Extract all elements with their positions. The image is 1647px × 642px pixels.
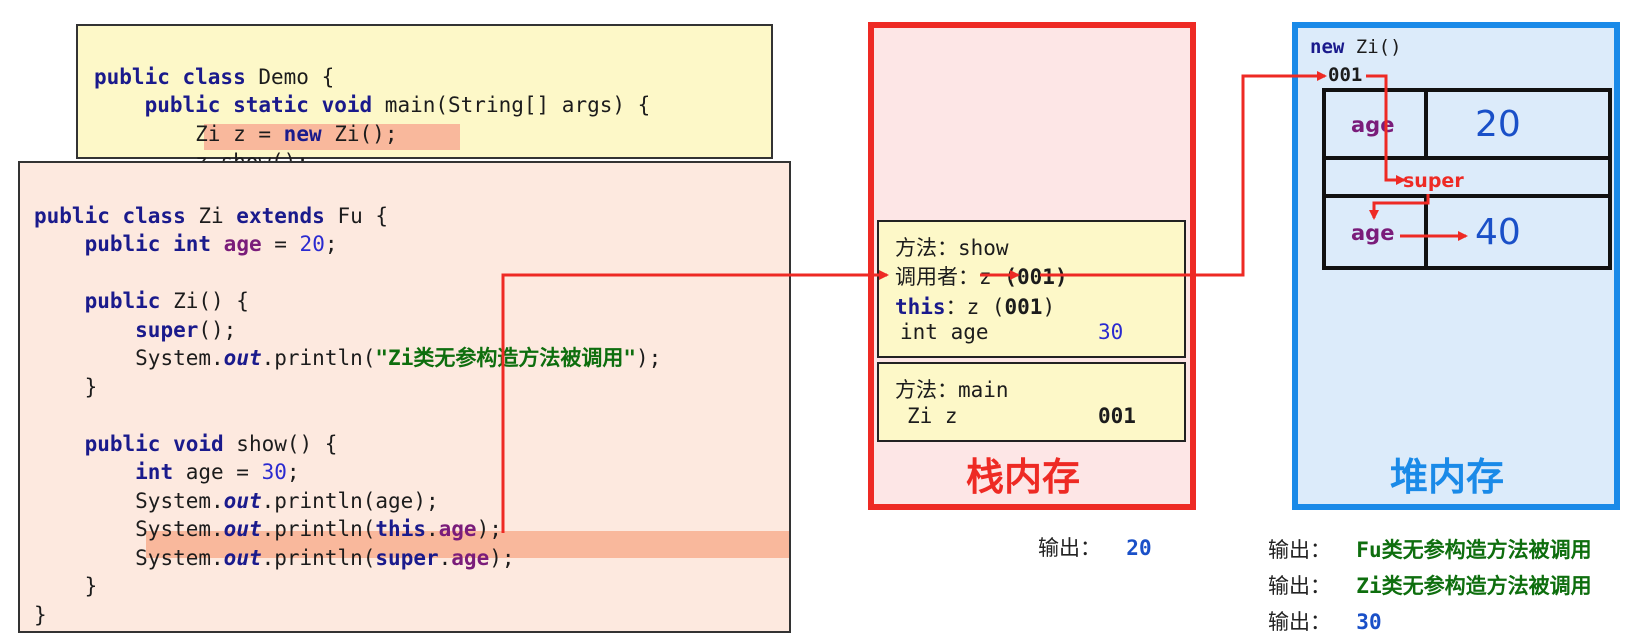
zi-class-code: public class Zi extends Fu { public int …: [34, 173, 661, 629]
heap-super-label: super: [1403, 170, 1464, 192]
zi-line-12: }: [84, 574, 98, 598]
zi-line-3: public Zi() {: [84, 289, 249, 313]
main-frame-var-value: 001: [1098, 404, 1136, 428]
main-frame-method: 方法：main: [895, 378, 1009, 402]
heap-output-2: 输出： Zi类无参构造方法被调用: [1268, 574, 1592, 598]
zi-line-8: int age = 30;: [135, 460, 300, 484]
heap-age-bottom-value-cell: [1424, 194, 1612, 270]
demo-line-1: public class Demo {: [94, 64, 335, 89]
show-frame-age-label: int age: [900, 320, 989, 344]
show-frame-caller: 调用者：z (001): [895, 261, 1068, 291]
zi-line-1: public class Zi extends Fu {: [34, 203, 389, 228]
zi-line-6: }: [84, 374, 98, 399]
show-frame-method: 方法：show: [895, 236, 1009, 260]
heap-new-label: new Zi(): [1310, 36, 1402, 58]
heap-super-cell: [1322, 156, 1612, 198]
heap-age-bottom-label: age: [1351, 221, 1395, 245]
super-age-highlight: [146, 531, 789, 558]
demo-line-2: public static void main(String[] args) {: [144, 93, 651, 117]
z-show-highlight: [204, 124, 460, 150]
stack-memory-title: 栈内存: [966, 455, 1081, 499]
zi-line-11: System.out.println(super.age);: [135, 545, 515, 570]
demo-line-3: Zi z = new Zi();: [195, 121, 398, 146]
heap-age-top-label: age: [1351, 113, 1395, 137]
stack-output: 输出： 20: [1038, 536, 1152, 560]
heap-age-bottom-value: 40: [1475, 212, 1521, 253]
heap-address: 001: [1328, 64, 1363, 86]
heap-memory-title: 堆内存: [1390, 455, 1505, 499]
zi-line-2: public int age = 20;: [84, 232, 338, 256]
show-frame-age-value: 30: [1098, 320, 1124, 344]
main-frame-var-label: Zi z: [907, 404, 958, 428]
heap-output-3: 输出： 30: [1268, 610, 1382, 634]
heap-output-1: 输出： Fu类无参构造方法被调用: [1268, 538, 1592, 562]
zi-line-5: System.out.println("Zi类无参构造方法被调用");: [135, 346, 662, 370]
zi-line-4: super();: [135, 317, 237, 342]
show-frame-this: this：z (001): [895, 295, 1056, 319]
demo-class-code: public class Demo { public static void m…: [94, 34, 650, 177]
zi-line-10: System.out.println(this.age);: [135, 517, 502, 541]
zi-line-9: System.out.println(age);: [135, 488, 439, 513]
heap-age-top-value: 20: [1475, 104, 1521, 145]
caller-value: (001): [1004, 265, 1068, 289]
caller-label: 调用者：z: [895, 265, 992, 289]
zi-line-7: public void show() {: [84, 431, 338, 456]
zi-line-13: }: [34, 602, 47, 627]
